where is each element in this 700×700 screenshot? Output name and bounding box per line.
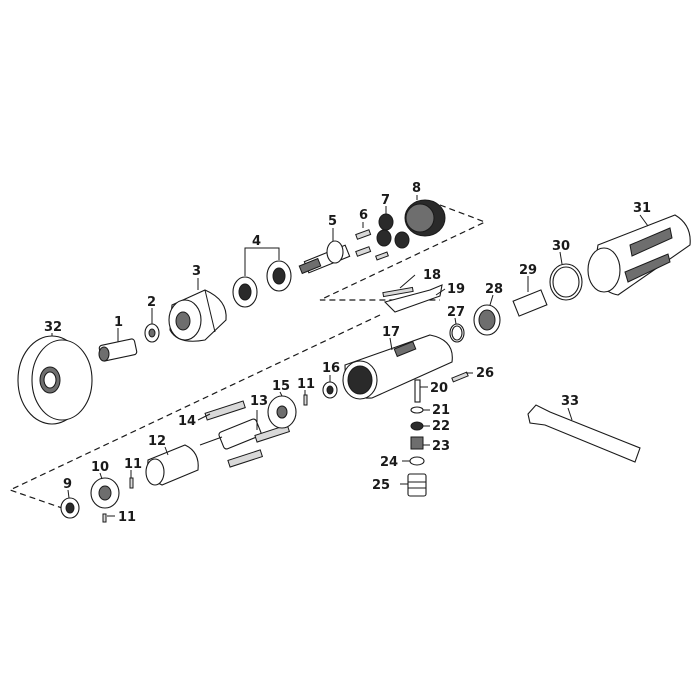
label-11c: 11 — [118, 510, 136, 525]
part-25-valve-plug[interactable] — [407, 473, 427, 497]
part-24-o-ring[interactable] — [409, 456, 425, 466]
part-23-spring[interactable] — [410, 436, 424, 450]
label-11b: 11 — [124, 457, 142, 472]
label-29: 29 — [519, 263, 537, 278]
part-9-bearing[interactable] — [60, 497, 80, 519]
label-13: 13 — [250, 394, 268, 409]
part-10-plate[interactable] — [90, 477, 120, 509]
part-16-bearing[interactable] — [322, 381, 338, 399]
part-26-pin[interactable] — [451, 371, 469, 383]
part-8-ring-gear[interactable] — [404, 199, 446, 237]
label-25: 25 — [372, 478, 390, 493]
part-29-inlet[interactable] — [512, 289, 548, 317]
label-19: 19 — [447, 282, 465, 297]
label-12: 12 — [148, 434, 166, 449]
part-12-cylinder[interactable] — [145, 444, 199, 486]
part-1-collet[interactable] — [98, 338, 138, 362]
leader-lines — [51, 195, 649, 517]
part-21-o-ring[interactable] — [410, 406, 424, 414]
part-14-vanes[interactable] — [204, 400, 291, 468]
label-16: 16 — [322, 361, 340, 376]
part-33-wrench[interactable] — [527, 404, 641, 463]
label-8: 8 — [412, 181, 421, 196]
label-7: 7 — [381, 193, 390, 208]
label-17: 17 — [382, 325, 400, 340]
label-22: 22 — [432, 419, 450, 434]
label-21: 21 — [432, 403, 450, 418]
part-4-bearings[interactable] — [232, 260, 292, 308]
label-27: 27 — [447, 305, 465, 320]
part-28-regulator[interactable] — [473, 304, 501, 336]
label-31: 31 — [633, 201, 651, 216]
label-24: 24 — [380, 455, 398, 470]
assembly-lines — [8, 204, 487, 509]
part-27-o-ring[interactable] — [449, 323, 465, 343]
part-17-motor-housing[interactable] — [342, 334, 453, 400]
label-10: 10 — [91, 460, 109, 475]
part-18-pin[interactable] — [382, 286, 414, 298]
part-numbers: 32 1 2 3 4 5 6 7 8 31 30 29 28 27 19 18 … — [44, 181, 651, 525]
label-1: 1 — [114, 315, 123, 330]
part-15-end-plate[interactable] — [267, 395, 297, 429]
part-30-o-ring[interactable] — [549, 263, 583, 301]
label-23: 23 — [432, 439, 450, 454]
part-2-washer[interactable] — [144, 323, 160, 343]
part-32-grinding-wheel[interactable] — [17, 335, 93, 425]
label-20: 20 — [430, 381, 448, 396]
label-5: 5 — [328, 214, 337, 229]
label-4: 4 — [252, 234, 261, 249]
part-19-lever[interactable] — [383, 284, 443, 313]
label-9: 9 — [63, 477, 72, 492]
label-3: 3 — [192, 264, 201, 279]
part-13-rotor[interactable] — [199, 418, 262, 450]
label-32: 32 — [44, 320, 62, 335]
label-33: 33 — [561, 394, 579, 409]
part-3-housing[interactable] — [168, 289, 227, 342]
part-31-handle[interactable] — [587, 214, 691, 296]
part-5-spindle[interactable] — [298, 240, 351, 275]
label-28: 28 — [485, 282, 503, 297]
label-14: 14 — [178, 414, 196, 429]
label-11a: 11 — [297, 377, 315, 392]
label-6: 6 — [359, 208, 368, 223]
part-20-valve-stem[interactable] — [414, 379, 421, 403]
label-15: 15 — [272, 379, 290, 394]
label-2: 2 — [147, 295, 156, 310]
label-30: 30 — [552, 239, 570, 254]
part-7-gears[interactable] — [376, 213, 410, 249]
part-6-pins[interactable] — [355, 229, 389, 261]
label-18: 18 — [423, 268, 441, 283]
label-26: 26 — [476, 366, 494, 381]
part-22-seat[interactable] — [410, 421, 424, 431]
